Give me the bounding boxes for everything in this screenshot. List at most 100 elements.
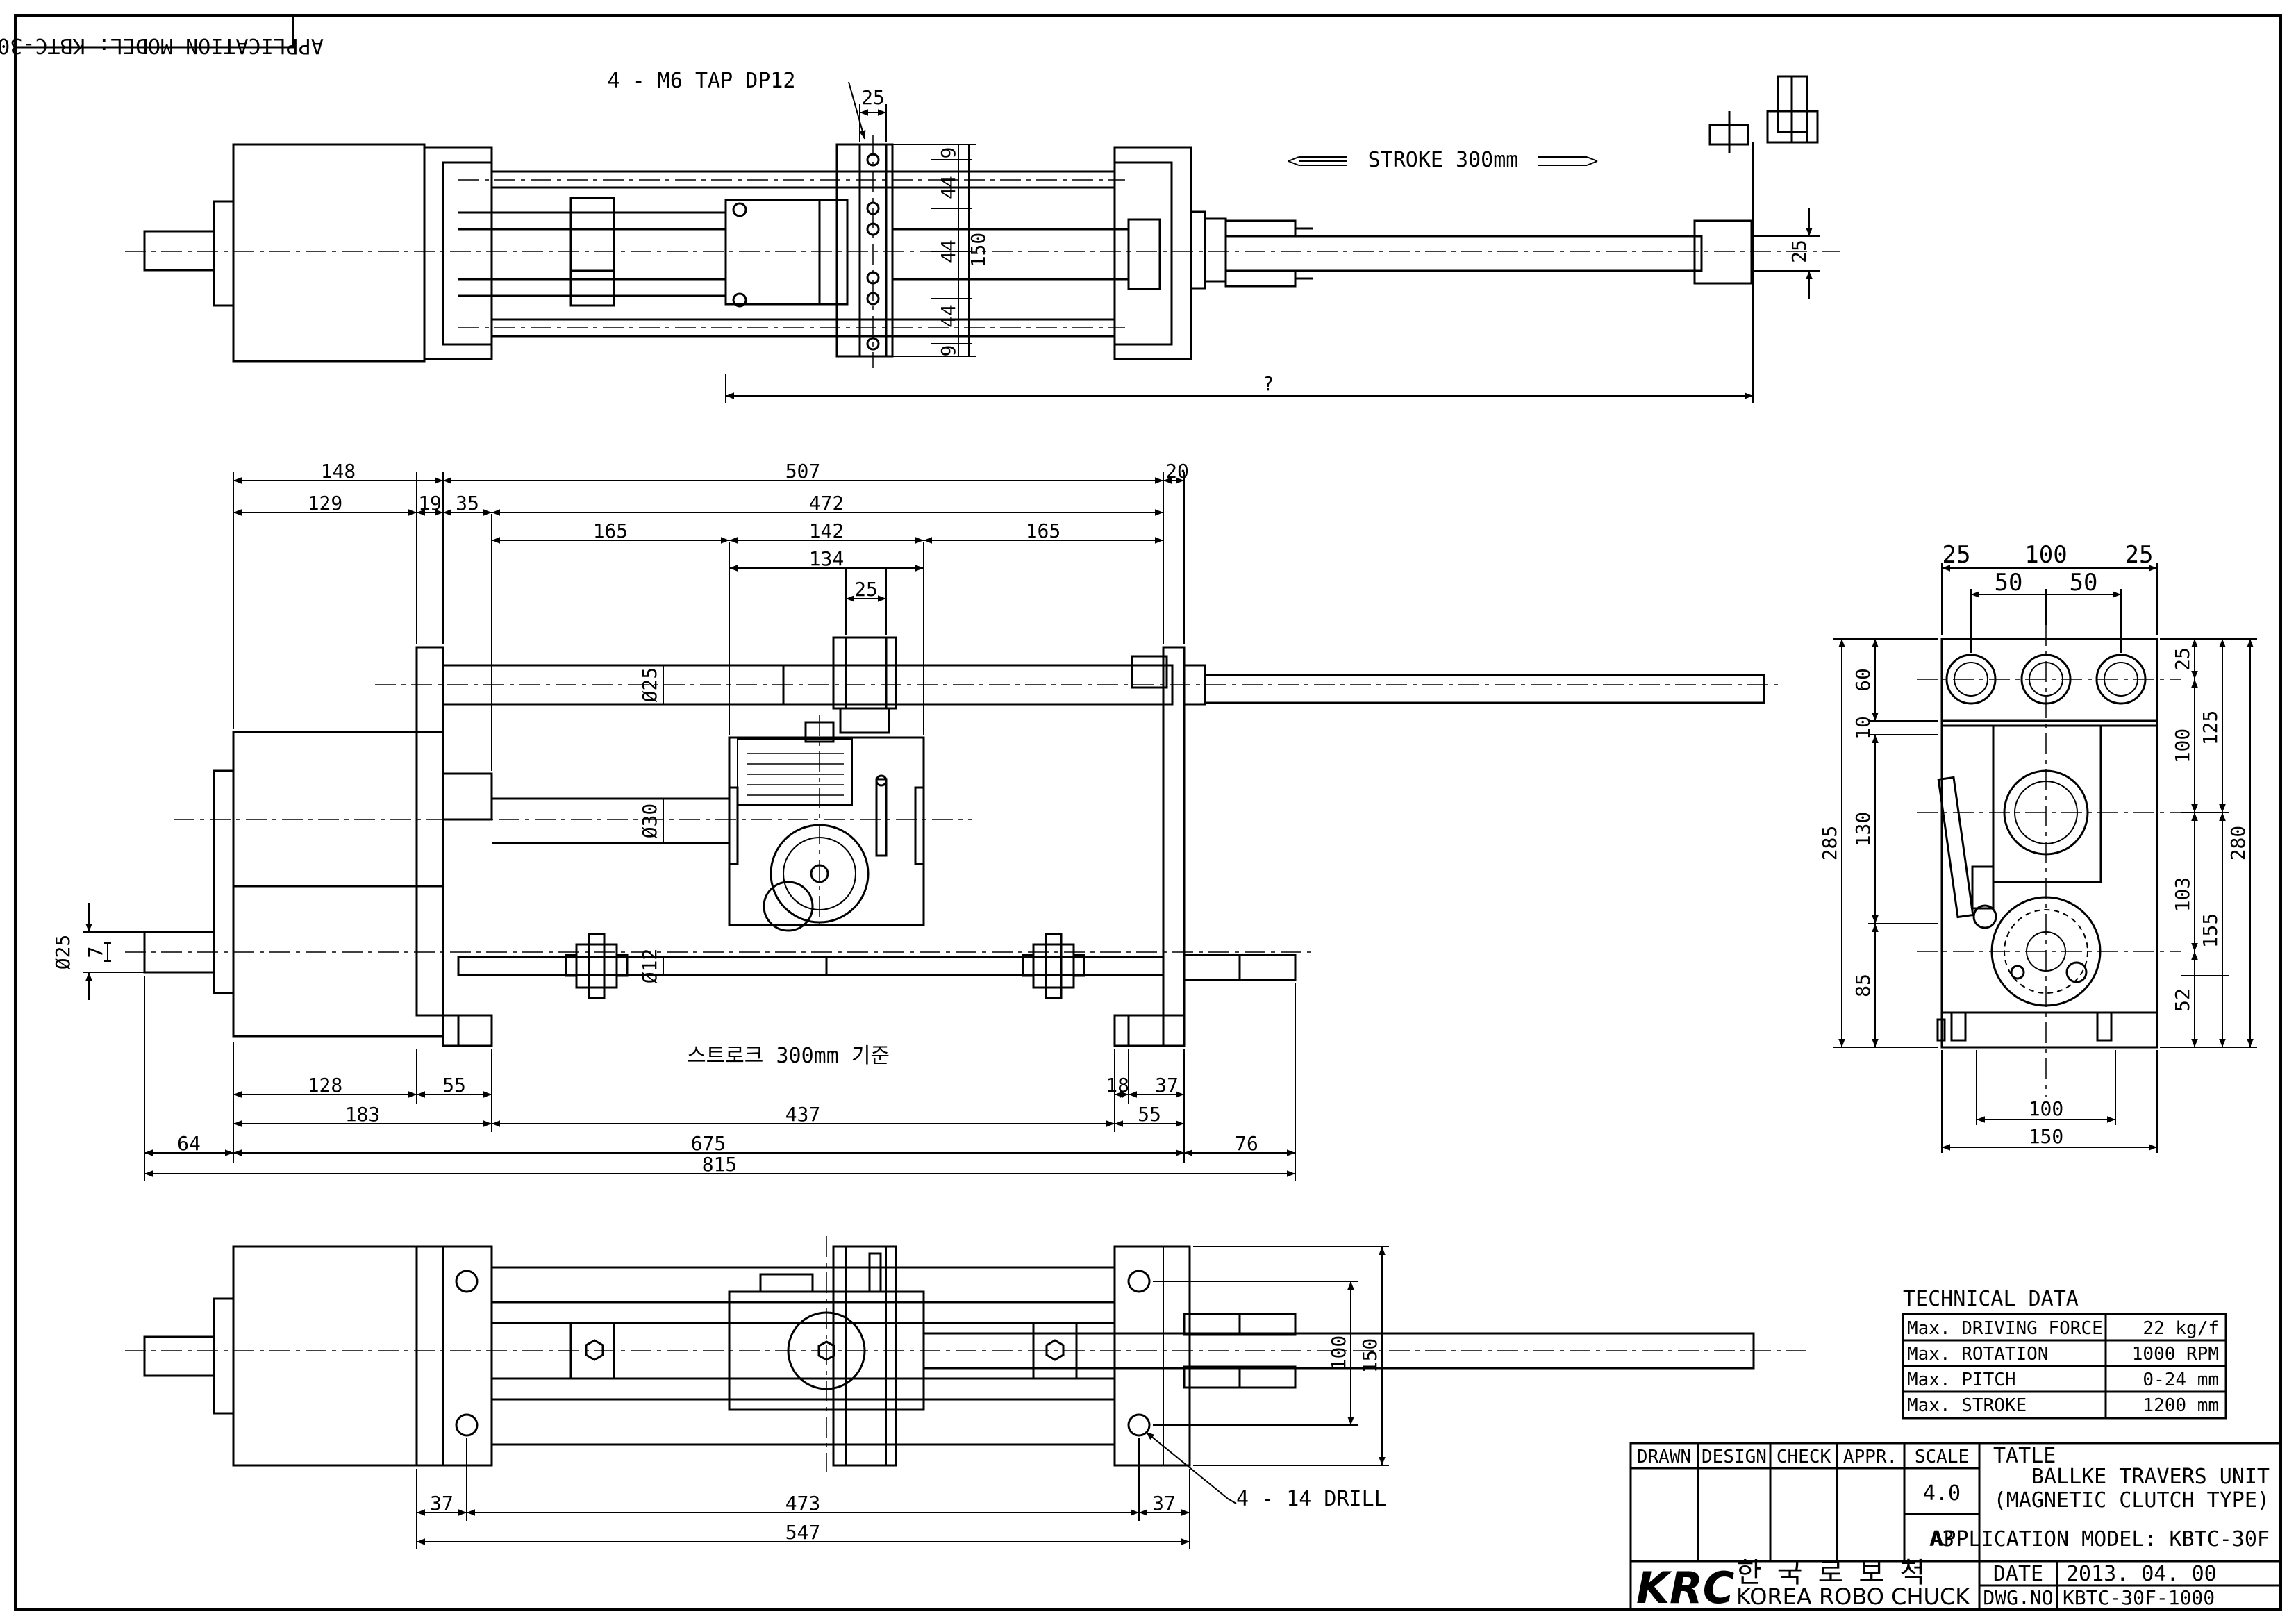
- dim-64: 64: [177, 1132, 201, 1155]
- dim-top-9a: 9: [937, 147, 960, 159]
- dim-76: 76: [1235, 1132, 1258, 1155]
- bottom-view-labels: 37 473 37 547 100 150 4 - 14 DRILL: [430, 1335, 1387, 1544]
- top-clamp-block: [835, 143, 894, 358]
- tb-header-drawn: DRAWN: [1637, 1447, 1691, 1467]
- dim-18: 18: [1106, 1074, 1129, 1097]
- bottom-left-base: [415, 1245, 493, 1467]
- dim-side-60: 60: [1852, 668, 1874, 692]
- dim-phi25-rod: Ø25: [638, 667, 661, 703]
- dim-side-52: 52: [2171, 988, 2194, 1012]
- application-model-tag: APPLICATION MODEL: KBTC-30F: [0, 14, 324, 58]
- dim-side-25r: 25: [2171, 647, 2194, 671]
- dim-55-a: 55: [442, 1074, 466, 1097]
- top-rod: [1224, 235, 1703, 272]
- tb-header-appr: APPR.: [1843, 1447, 1897, 1467]
- tech-value-pitch: 0-24 mm: [2143, 1370, 2219, 1390]
- title-block: DRAWN DESIGN CHECK APPR. SCALE 4.0 A3 TA…: [1629, 1442, 2282, 1613]
- dim-bottom-547: 547: [785, 1521, 821, 1544]
- front-right-lower-clamp: [1032, 943, 1075, 989]
- tap-note: 4 - M6 TAP DP12: [608, 69, 796, 93]
- bottom-view-dimensions: [416, 1246, 1389, 1549]
- front-left-plate: [415, 646, 444, 1017]
- tb-paper-size: A3: [1929, 1527, 1954, 1551]
- front-view-labels: 148 507 20 129 19 35 472 165 142 165 134…: [51, 460, 1258, 1176]
- dim-7: 7: [84, 947, 107, 958]
- dim-side-25a: 25: [1943, 541, 1971, 569]
- front-view-centerlines: [125, 684, 1778, 953]
- application-model-tag-text: APPLICATION MODEL: KBTC-30F: [0, 33, 324, 58]
- tb-date-value: 2013. 04. 00: [2066, 1562, 2217, 1586]
- company-korean-name: 한국로보척: [1736, 1557, 1940, 1589]
- tb-header-check: CHECK: [1777, 1447, 1831, 1467]
- dim-side-280: 280: [2227, 826, 2249, 861]
- tb-date-label: DATE: [1993, 1562, 2043, 1586]
- tech-label-rotation: Max. ROTATION: [1907, 1344, 2049, 1365]
- dim-37: 37: [1155, 1074, 1179, 1097]
- top-view-labels: 4 - M6 TAP DP12 STROKE 300mm 25 9 44 44 …: [608, 69, 1811, 395]
- dim-142: 142: [809, 519, 845, 542]
- tb-dwg-label: DWG.NO: [1983, 1586, 2053, 1609]
- technical-data-row: Max. DRIVING FORCE 22 kg/f: [1907, 1318, 2219, 1339]
- dim-side-25b: 25: [2125, 541, 2154, 569]
- dim-165-a: 165: [593, 519, 629, 542]
- technical-data-title: TECHNICAL DATA: [1903, 1287, 2079, 1311]
- technical-data-table: TECHNICAL DATA Max. DRIVING FORCE 22 kg/…: [1902, 1287, 2227, 1420]
- dim-19: 19: [418, 492, 442, 515]
- dim-815: 815: [702, 1153, 738, 1176]
- front-carriage-body: [728, 736, 925, 926]
- dim-side-10: 10: [1852, 716, 1874, 740]
- stroke-note: STROKE 300mm: [1368, 148, 1519, 172]
- tb-application-model: APPLICATION MODEL: KBTC-30F: [1931, 1527, 2270, 1551]
- tech-value-driving-force: 22 kg/f: [2143, 1318, 2219, 1339]
- tb-header-design: DESIGN: [1702, 1447, 1767, 1467]
- dim-128: 128: [308, 1074, 343, 1097]
- dim-top-44b: 44: [937, 240, 960, 263]
- dim-20: 20: [1165, 460, 1189, 483]
- dim-side-50a: 50: [1995, 569, 2023, 597]
- front-right-plate: [1162, 646, 1186, 1047]
- dim-675: 675: [691, 1132, 726, 1155]
- dim-35: 35: [456, 492, 479, 515]
- company-english-name: KOREA ROBO CHUCK: [1736, 1583, 1970, 1610]
- dim-top-44a: 44: [937, 176, 960, 199]
- dim-side-100: 100: [2024, 541, 2067, 569]
- tb-scale-value: 4.0: [1923, 1481, 1961, 1506]
- dim-side-150-bottom: 150: [2029, 1125, 2064, 1148]
- dim-25-clamp: 25: [854, 578, 878, 601]
- front-motor-body: [232, 731, 444, 1038]
- dim-top-unknown: ?: [1263, 372, 1274, 395]
- dim-bottom-37b: 37: [1152, 1492, 1176, 1515]
- front-left-lower-clamp: [575, 943, 618, 989]
- tb-header-scale: SCALE: [1915, 1447, 1969, 1467]
- dim-bottom-100: 100: [1327, 1335, 1350, 1371]
- dim-183: 183: [345, 1103, 381, 1126]
- dim-side-100-bottom: 100: [2029, 1097, 2064, 1120]
- bottom-view-centerlines: [125, 1236, 1806, 1472]
- top-motor-body: [232, 143, 426, 363]
- dim-507: 507: [785, 460, 821, 483]
- tech-label-stroke: Max. STROKE: [1907, 1395, 2027, 1416]
- side-view-labels: 25 100 25 50 50 285 60 10 130 85 25 100 …: [1818, 541, 2249, 1148]
- top-left-bracket: [423, 146, 493, 360]
- dim-top-25: 25: [861, 86, 885, 109]
- dim-side-100r: 100: [2171, 729, 2194, 764]
- dim-165-b: 165: [1026, 519, 1061, 542]
- dim-148: 148: [321, 460, 356, 483]
- dim-bottom-473: 473: [785, 1492, 821, 1515]
- dim-side-103: 103: [2171, 877, 2194, 913]
- tech-value-stroke: 1200 mm: [2143, 1395, 2219, 1416]
- front-nameplate: [737, 738, 853, 806]
- dim-phi12: Ø12: [638, 949, 661, 984]
- tb-dwg-value: KBTC-30F-1000: [2063, 1586, 2215, 1609]
- dim-top-44c: 44: [937, 304, 960, 328]
- front-view-dimensions: [83, 472, 1296, 1181]
- dim-top-150: 150: [967, 233, 990, 268]
- dim-side-285: 285: [1818, 826, 1841, 861]
- drill-note: 4 - 14 DRILL: [1236, 1487, 1387, 1511]
- top-right-bracket: [1113, 146, 1192, 360]
- dim-bottom-150: 150: [1358, 1338, 1381, 1374]
- front-output-rod: [1204, 674, 1765, 704]
- bottom-motor-body: [232, 1245, 444, 1467]
- side-view-dimensions: [1833, 563, 2257, 1153]
